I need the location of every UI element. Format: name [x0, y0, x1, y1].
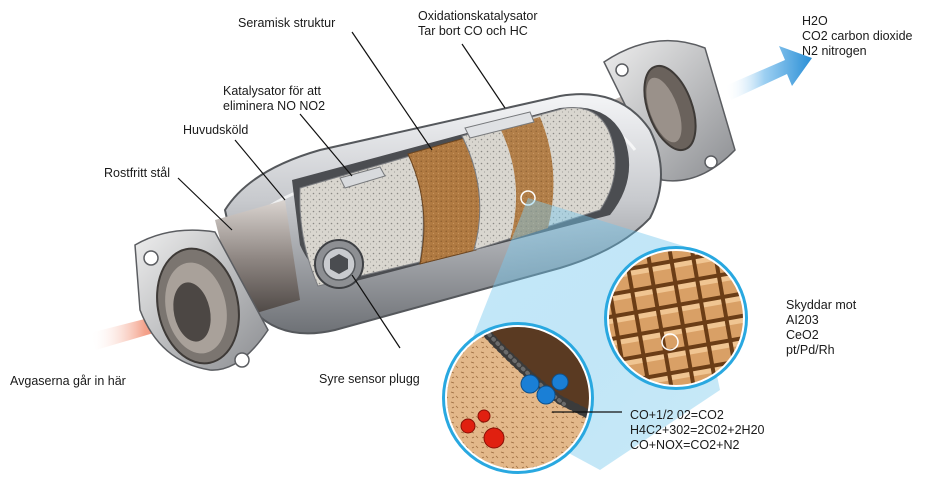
label-output-line1: H2O [802, 14, 828, 28]
label-reaction-line1: CO+1/2 02=CO2 [630, 408, 724, 422]
molecule-blue-1 [520, 374, 540, 394]
label-katalysator-line2: eliminera NO NO2 [223, 99, 326, 113]
leader-huvudskold [234, 139, 286, 201]
label-skyddar-line1: Skyddar mot [786, 298, 857, 312]
molecule-red-2 [477, 409, 491, 423]
label-katalysator: Katalysator för att eliminera NO NO2 [223, 84, 325, 114]
label-oxidationskatalysator: Oxidationskatalysator Tar bort CO och HC [418, 9, 538, 39]
label-oxidation-line1: Oxidationskatalysator [418, 9, 538, 23]
label-katalysator-line1: Katalysator för att [223, 84, 321, 98]
label-reactions: CO+1/2 02=CO2 H4C2+302=2C02+2H20 CO+NOX=… [630, 408, 764, 453]
leader-lines [177, 31, 622, 413]
molecule-red-3 [483, 427, 505, 449]
label-rostfritt-stal: Rostfritt stål [104, 166, 170, 180]
label-output-line3: N2 nitrogen [802, 44, 867, 58]
label-skyddar-line4: pt/Pd/Rh [786, 343, 835, 357]
molecule-blue-2 [536, 385, 556, 405]
label-huvudskold: Huvudsköld [183, 123, 249, 137]
molecule-zoom [442, 322, 594, 474]
inlet-flange [134, 200, 300, 371]
label-skyddar-line2: AI203 [786, 313, 819, 327]
honeycomb-zoom [604, 246, 748, 390]
oxygen-sensor-plug [314, 239, 364, 289]
label-syre-sensor-plugg: Syre sensor plugg [319, 372, 420, 386]
molecule-blue-3 [551, 373, 569, 391]
leader-rostfritt [177, 177, 233, 231]
leader-oxidation [461, 43, 506, 109]
label-avgaserna: Avgaserna går in här [10, 374, 126, 388]
molecule-red-1 [460, 418, 476, 434]
label-reaction-line3: CO+NOX=CO2+N2 [630, 438, 740, 452]
exhaust-out-arrow [725, 46, 812, 100]
label-output-line2: CO2 carbon dioxide [802, 29, 913, 43]
leader-syre [351, 274, 401, 349]
leader-katalysator [299, 113, 353, 177]
label-reaction-line2: H4C2+302=2C02+2H20 [630, 423, 765, 437]
leader-seramisk [351, 31, 433, 151]
label-seramisk-struktur: Seramisk struktur [238, 16, 336, 30]
label-skyddar-mot: Skyddar mot AI203 CeO2 pt/Pd/Rh [786, 298, 856, 358]
label-output-gases: H2O CO2 carbon dioxide N2 nitrogen [802, 14, 912, 59]
label-skyddar-line3: CeO2 [786, 328, 819, 342]
label-oxidation-line2: Tar bort CO och HC [418, 24, 528, 38]
